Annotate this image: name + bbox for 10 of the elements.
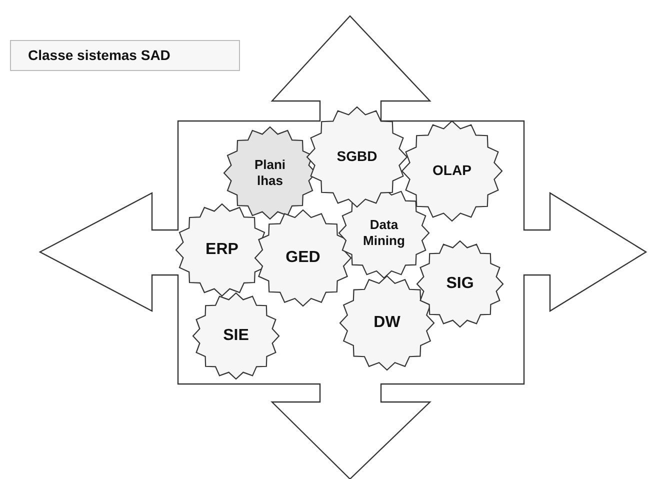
node-label: ERP <box>206 240 238 260</box>
node-label: SIG <box>446 274 474 294</box>
node-label: SGBD <box>336 148 378 166</box>
node-label: DW <box>374 313 400 333</box>
node-label: GED <box>286 248 320 268</box>
node-label: SIE <box>223 326 249 346</box>
node-label: Data Mining <box>362 216 406 250</box>
node-label: Plani lhas <box>253 156 287 190</box>
node-label: OLAP <box>432 162 472 180</box>
title-box: Classe sistemas SAD <box>10 40 240 71</box>
